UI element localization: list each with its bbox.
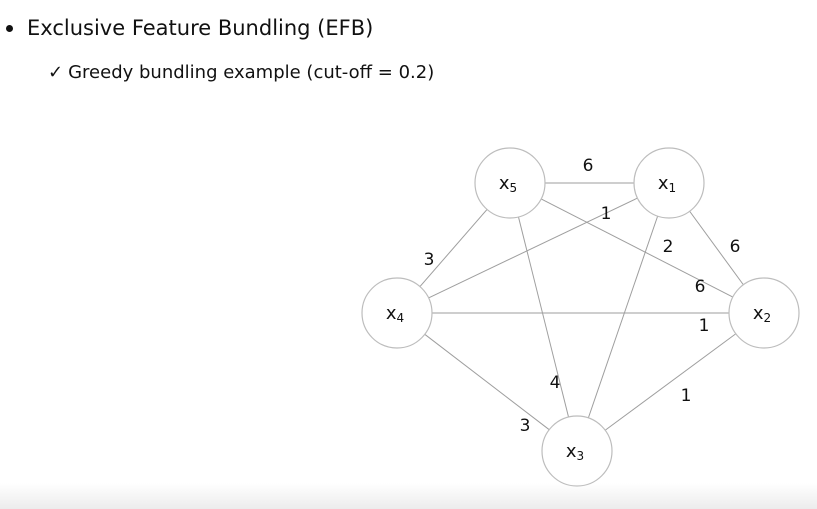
node-circle-x1 — [633, 147, 705, 219]
edge-x2-x3 — [604, 333, 737, 431]
edge-weight-x4-x3: 3 — [520, 416, 531, 436]
edge-x4-x3 — [424, 333, 550, 431]
node-x2: x2 — [728, 277, 800, 349]
node-label-x3: x3 — [566, 441, 584, 464]
node-label-base: x — [386, 303, 397, 324]
node-x1: x1 — [633, 147, 705, 219]
node-label-base: x — [566, 441, 577, 462]
bullet-item: Exclusive Feature Bundling (EFB) — [6, 14, 373, 42]
edge-x1-x4 — [428, 197, 638, 299]
edge-x1-x2 — [689, 210, 744, 286]
edges — [419, 182, 744, 431]
edge-x1-x3 — [587, 215, 659, 419]
node-x5: x5 — [474, 147, 546, 219]
edge-weights: 6 3 6 4 1 6 2 1 3 1 — [424, 156, 741, 436]
edge-weight-x5-x3: 4 — [550, 373, 561, 393]
edge-weight-x4-x2: 1 — [699, 316, 710, 336]
node-label-x2: x2 — [753, 303, 771, 326]
node-x3: x3 — [541, 415, 613, 487]
sub-bullet-text: Greedy bundling example (cut-off = 0.2) — [68, 62, 435, 83]
node-label-subscript: 3 — [577, 449, 585, 463]
node-label-base: x — [499, 173, 510, 194]
node-label-x5: x5 — [499, 173, 517, 196]
edge-x5-x2 — [540, 198, 734, 298]
edge-weight-x5-x1: 6 — [583, 156, 594, 176]
edge-weight-x1-x4: 1 — [601, 204, 612, 224]
edge-weight-x5-x2: 6 — [695, 277, 706, 297]
node-label-subscript: 1 — [669, 181, 677, 195]
sub-bullet-item: ✓ Greedy bundling example (cut-off = 0.2… — [48, 60, 434, 86]
node-label-x4: x4 — [386, 303, 404, 326]
edge-weight-x1-x2: 6 — [730, 237, 741, 257]
node-label-base: x — [658, 173, 669, 194]
node-label-subscript: 5 — [510, 181, 518, 195]
edge-x5-x4 — [419, 209, 488, 287]
node-label-base: x — [753, 303, 764, 324]
edge-weight-x2-x3: 1 — [681, 386, 692, 406]
node-circle-x4 — [361, 277, 433, 349]
node-label-subscript: 2 — [764, 311, 772, 325]
node-circle-x5 — [474, 147, 546, 219]
bullet-text: Exclusive Feature Bundling (EFB) — [27, 16, 374, 40]
node-circle-x2 — [728, 277, 800, 349]
edge-weight-x1-x3: 2 — [663, 237, 674, 257]
bottom-fade — [0, 483, 817, 509]
checkmark-icon: ✓ — [48, 62, 64, 83]
bullet-dot-icon — [6, 24, 13, 32]
edge-weight-x5-x4: 3 — [424, 250, 435, 270]
node-label-subscript: 4 — [397, 311, 405, 325]
node-label-x1: x1 — [658, 173, 676, 196]
node-x4: x4 — [361, 277, 433, 349]
edge-x5-x3 — [518, 216, 569, 418]
